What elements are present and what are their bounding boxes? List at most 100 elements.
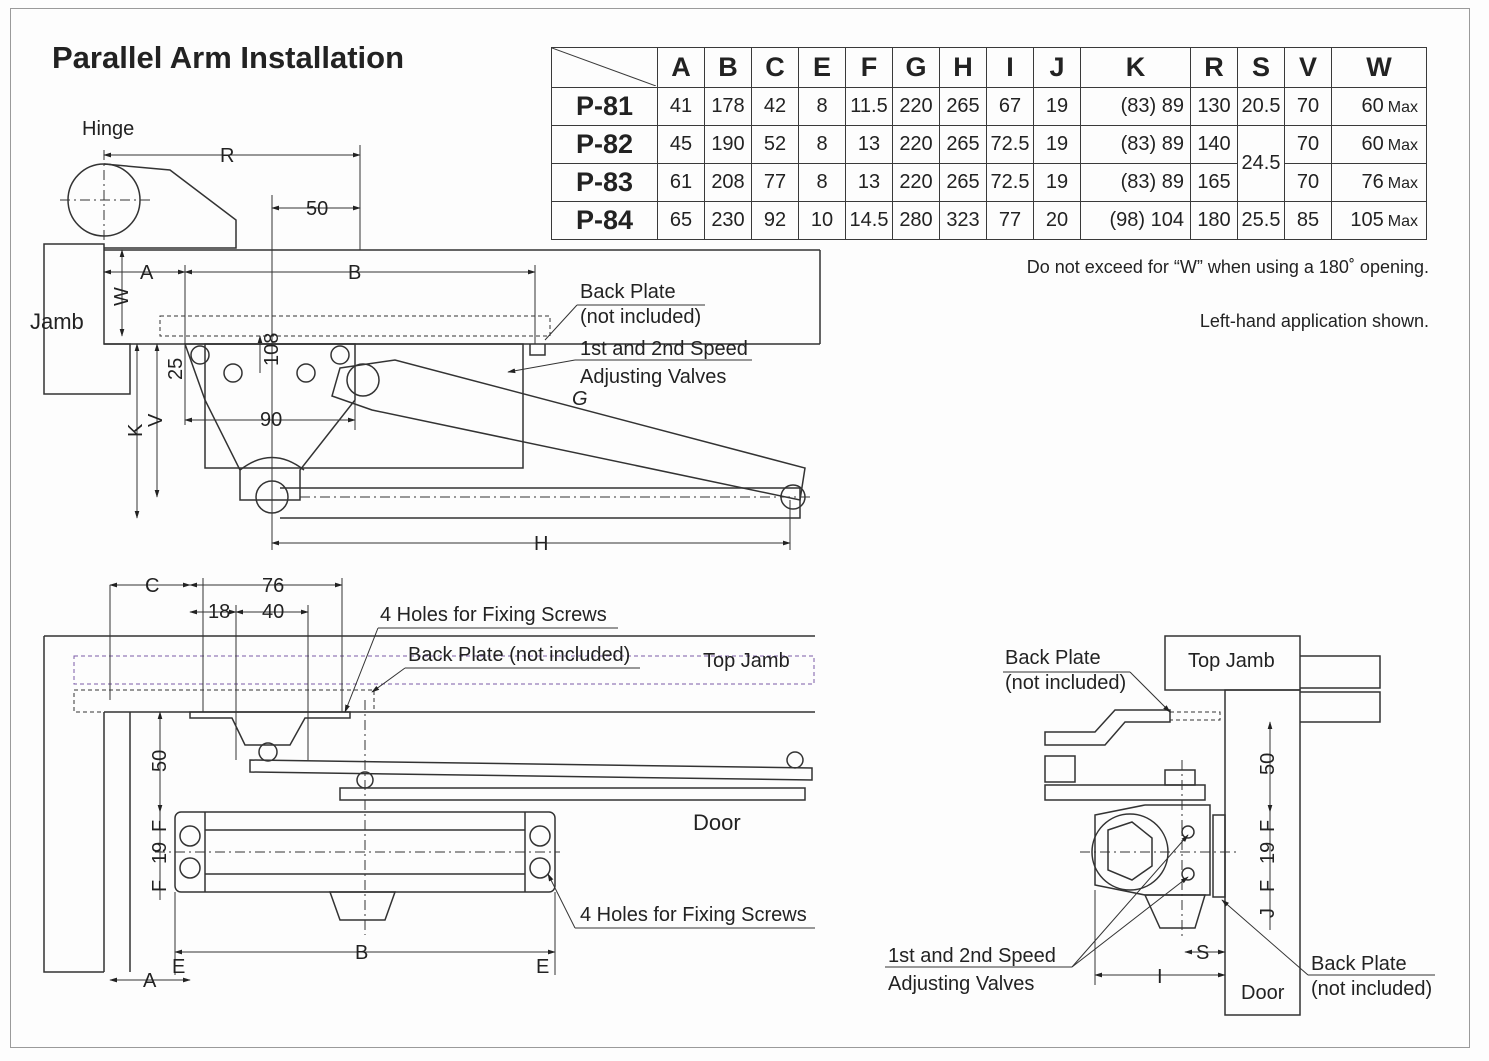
table-cell: 42 (751, 87, 799, 126)
valve-stub (529, 344, 546, 356)
dim-19: 19 (1257, 842, 1279, 864)
table-cell: 178 (704, 87, 752, 126)
dim-25: 25 (165, 358, 187, 380)
table-cell: 85 (1284, 201, 1332, 240)
dim-90: 90 (260, 409, 282, 431)
holes-bottom-label: 4 Holes for Fixing Screws (580, 904, 807, 926)
pinion-cap (1143, 894, 1207, 929)
upper-arm (249, 759, 813, 781)
closer-outline (204, 343, 524, 469)
valves-label-2: Adjusting Valves (580, 366, 726, 388)
dim-j: J (1257, 908, 1279, 918)
table-cell: 45 (657, 125, 705, 164)
dim-s: S (1196, 942, 1209, 964)
door-label: Door (1241, 982, 1285, 1004)
dim-f: F (1257, 880, 1279, 892)
table-cell: 70 (1284, 125, 1332, 164)
jamb-profile (1300, 655, 1381, 723)
closer-body-side (1094, 804, 1211, 896)
leader-line (507, 359, 576, 374)
holes-top-label: 4 Holes for Fixing Screws (380, 604, 607, 626)
dim-k: K (125, 423, 147, 437)
table-cell: 25.5 (1237, 201, 1285, 240)
top-jamb-label: Top Jamb (1188, 650, 1275, 672)
dim-50: 50 (1257, 753, 1279, 775)
col-header: J (1033, 47, 1081, 88)
screw-hole (296, 363, 316, 383)
top-view-drawing (43, 145, 821, 550)
table-cell: 230 (704, 201, 752, 240)
col-header: V (1284, 47, 1332, 88)
page-title: Parallel Arm Installation (52, 40, 405, 75)
table-cell: 11.5 (845, 87, 893, 126)
page-border (10, 8, 1470, 1048)
dim-e: E (172, 956, 185, 978)
model-cell: P-83 (551, 163, 658, 202)
door-slab (104, 249, 821, 345)
table-cell: 92 (751, 201, 799, 240)
dim-i: I (1157, 966, 1163, 988)
top-jamb-frame (43, 635, 815, 973)
dim-g: G (572, 388, 588, 410)
dim-f: F (149, 880, 171, 892)
pinion-cap (328, 891, 397, 921)
dim-f: F (1257, 820, 1279, 832)
valves-label-2: Adjusting Valves (888, 973, 1034, 995)
table-cell: 165 (1190, 163, 1238, 202)
dim-r: R (220, 145, 234, 167)
table-cell: 70 (1284, 87, 1332, 126)
leader-line (544, 304, 578, 341)
dim-40: 40 (262, 601, 284, 623)
dim-b: B (355, 942, 368, 964)
table-cell: 20 (1033, 201, 1081, 240)
model-cell: P-81 (551, 87, 658, 126)
jamb-label: Jamb (30, 309, 84, 334)
fixing-screw (179, 857, 201, 879)
col-header: W (1331, 47, 1427, 88)
valves-label: 1st and 2nd Speed (888, 945, 1056, 967)
dim-108: 108 (261, 333, 283, 366)
w-value: 60 (1361, 95, 1384, 117)
dim-19: 19 (149, 842, 171, 864)
table-row: P-82 45 190 52 8 13 220 265 72.5 19 (83)… (551, 125, 1427, 202)
fixing-screw (529, 825, 551, 847)
hinge-leaf (103, 163, 237, 249)
table-cell: 8 (798, 125, 846, 164)
arm-nut (1044, 755, 1076, 783)
table-corner-cell (551, 47, 658, 88)
dim-a: A (140, 262, 154, 284)
valve-screw (1181, 867, 1195, 881)
table-cell: 323 (939, 201, 987, 240)
closer-body (183, 343, 356, 501)
table-cell: 61 (657, 163, 705, 202)
top-jamb-label: Top Jamb (703, 650, 790, 672)
back-plate-side (1212, 814, 1226, 898)
dim-e: E (536, 956, 549, 978)
table-cell: 265 (939, 87, 987, 126)
w-value: 105 (1350, 209, 1384, 231)
mounting-bracket (189, 711, 351, 746)
col-header: S (1237, 47, 1285, 88)
col-header: K (1080, 47, 1191, 88)
col-header: H (939, 47, 987, 88)
model-cell: P-84 (551, 201, 658, 240)
dim-w: W (111, 287, 133, 306)
table-cell: 65 (657, 201, 705, 240)
forearm (280, 487, 801, 519)
table-cell-merged: 24.5 (1237, 125, 1285, 202)
side-view-drawing (885, 635, 1435, 1016)
table-cell: 8 (798, 163, 846, 202)
w-value: 60 (1361, 133, 1384, 155)
back-plate-label-2: (not included) (1005, 672, 1126, 694)
table-row: P-84 65 230 92 10 14.5 280 323 77 20 (98… (551, 201, 1427, 240)
leader-line (547, 873, 576, 929)
leader-line (1129, 671, 1171, 713)
door-label: Door (693, 810, 741, 835)
left-hand-note: Left-hand application shown. (1199, 311, 1429, 331)
leader-line (371, 667, 406, 693)
col-header: F (845, 47, 893, 88)
